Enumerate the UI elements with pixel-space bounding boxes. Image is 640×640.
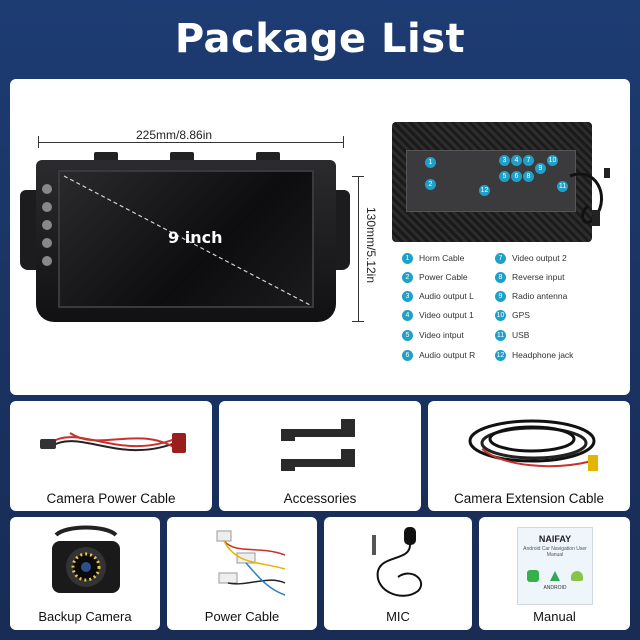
- manual-brand: NAIFAY: [538, 534, 572, 544]
- item-label: Power Cable: [204, 609, 280, 624]
- item-label: Backup Camera: [38, 609, 132, 624]
- port-marker: 8: [523, 171, 534, 182]
- item-card-backup-camera: Backup Camera: [10, 517, 160, 630]
- port-marker: 1: [425, 157, 436, 168]
- usb-cable-icon: [569, 168, 610, 226]
- item-card-power-cable: Power Cable: [167, 517, 317, 630]
- port-marker: 10: [547, 155, 558, 166]
- port-marker: 7: [523, 155, 534, 166]
- port-marker: 11: [557, 181, 568, 192]
- port-marker: 6: [511, 171, 522, 182]
- item-label: Camera Extension Cable: [453, 491, 605, 506]
- camera-icon: [52, 525, 120, 593]
- page-title: Package List: [174, 16, 466, 62]
- port-marker: 4: [511, 155, 522, 166]
- head-unit-image: 9 inch: [20, 150, 350, 322]
- port-marker: 2: [425, 179, 436, 190]
- item-card-mic: MIC: [324, 517, 472, 630]
- manual-cover: NAIFAY Android Car Navigation User Manua…: [517, 527, 593, 605]
- port-marker: 9: [535, 163, 546, 174]
- carplay-icon: [527, 570, 540, 582]
- screen-size-label: 9 inch: [168, 228, 223, 247]
- manual-subtitle: Android Car Navigation User Manual: [523, 546, 587, 558]
- item-card-manual: NAIFAY Android Car Navigation User Manua…: [479, 517, 630, 630]
- height-dimension-line: [352, 176, 366, 322]
- port-marker: 3: [499, 155, 510, 166]
- android-icon: [570, 571, 583, 581]
- item-label: Accessories: [283, 491, 357, 506]
- bracket-icon: [281, 419, 355, 471]
- item-card-camera-power-cable: Camera Power Cable: [10, 401, 212, 511]
- rear-view-image: 1 2 3 4 5 6 7 8 9 10 11 12: [392, 116, 610, 244]
- rear-connector-panel: 1 2 3 4 5 6 7 8 9 10 11 12: [406, 150, 576, 212]
- item-card-accessories: Accessories: [219, 401, 421, 511]
- android-auto-icon: [549, 571, 560, 581]
- wiring-harness-icon: [216, 530, 286, 596]
- screen: 9 inch: [58, 170, 314, 308]
- height-label: 130mm/5.12in: [364, 206, 378, 284]
- microphone-icon: [372, 527, 423, 597]
- item-label: Manual: [533, 609, 576, 624]
- item-card-camera-extension-cable: Camera Extension Cable: [428, 401, 630, 511]
- item-label: Camera Power Cable: [46, 491, 176, 506]
- port-marker: 5: [499, 171, 510, 182]
- android-logo-text: ANDROID: [543, 585, 567, 591]
- port-marker: 12: [479, 185, 490, 196]
- cable-icon: [40, 432, 186, 453]
- coiled-cable-icon: [468, 419, 598, 471]
- item-label: MIC: [386, 609, 410, 624]
- width-label: 225mm/8.86in: [136, 128, 213, 142]
- width-dimension-line: [38, 128, 344, 148]
